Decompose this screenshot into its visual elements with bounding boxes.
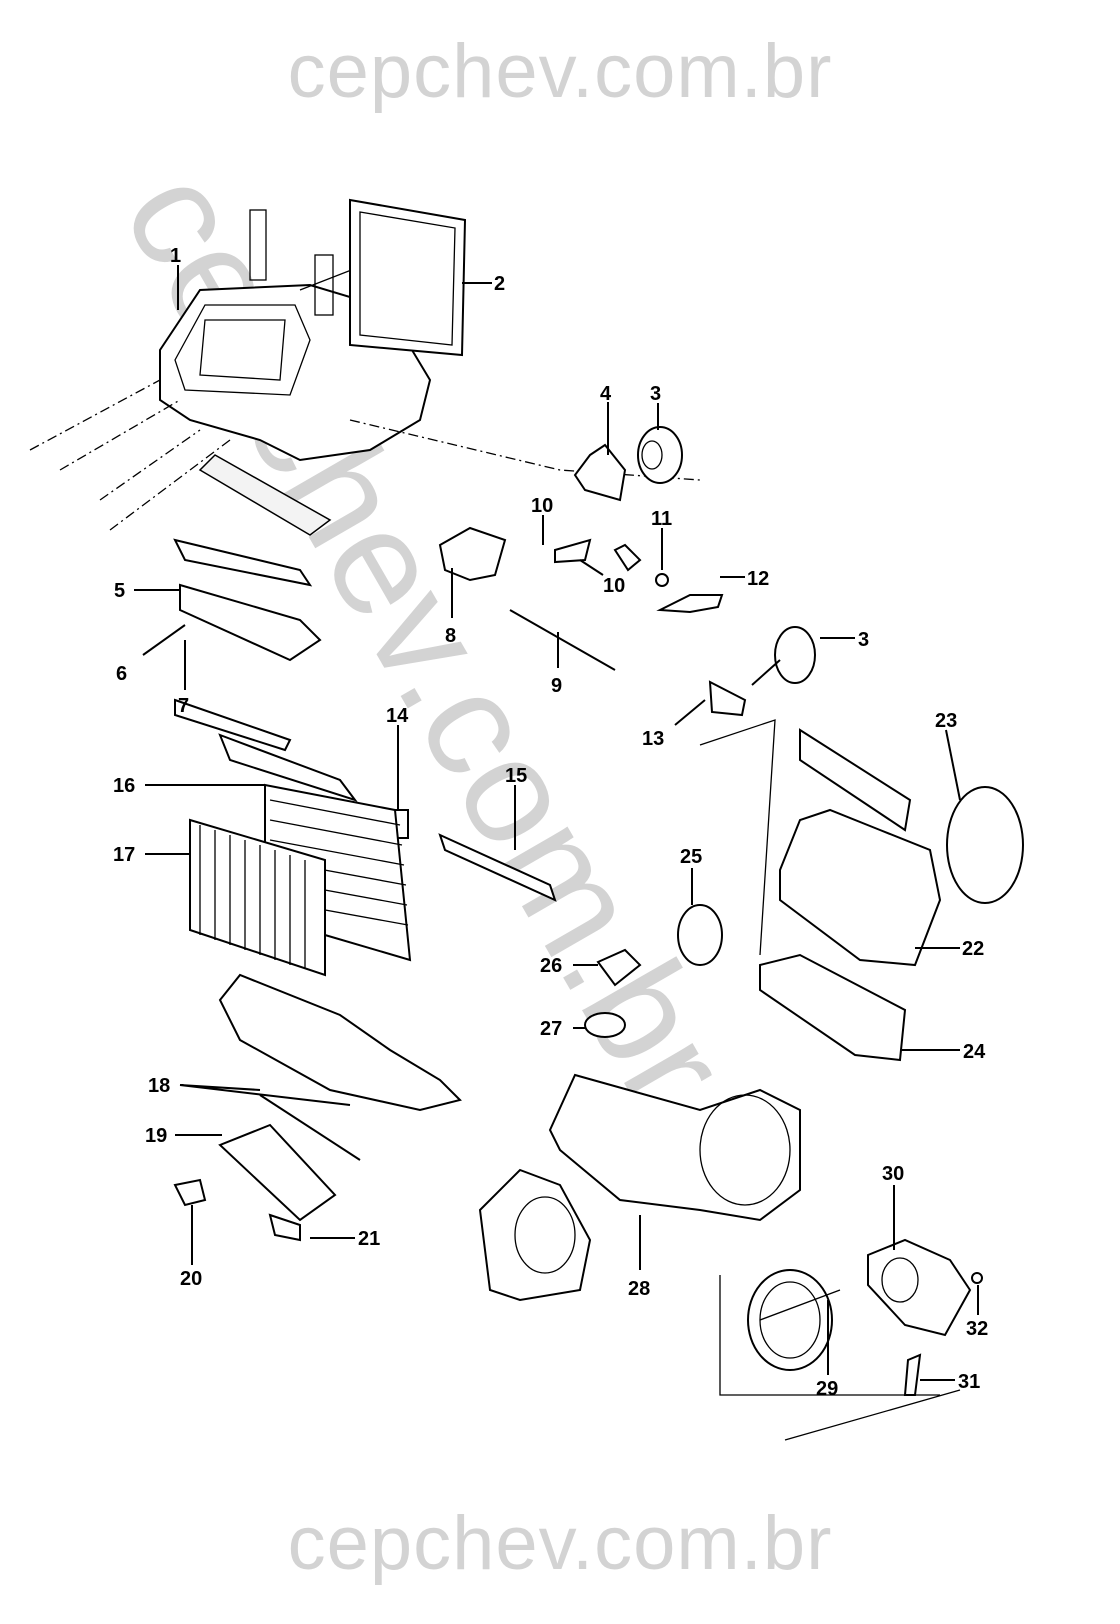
part-4-bracket bbox=[573, 443, 627, 502]
part-30-blower-motor bbox=[867, 1238, 972, 1337]
callout-3-upper: 3 bbox=[650, 383, 661, 405]
part-20-clip bbox=[173, 1178, 207, 1207]
callout-13: 13 bbox=[642, 728, 664, 750]
callout-18: 18 bbox=[148, 1075, 170, 1097]
callout-24: 24 bbox=[963, 1041, 986, 1063]
callout-3-lower: 3 bbox=[858, 629, 869, 651]
part-19-resistor bbox=[218, 1123, 337, 1222]
callout-8: 8 bbox=[445, 625, 456, 647]
part-10-lever-a bbox=[554, 538, 592, 564]
part-26-bracket bbox=[596, 948, 642, 987]
callout-14: 14 bbox=[386, 705, 409, 727]
callout-23: 23 bbox=[935, 710, 957, 732]
callout-19: 19 bbox=[145, 1125, 167, 1147]
callout-29: 29 bbox=[816, 1378, 838, 1400]
callout-31: 31 bbox=[958, 1371, 980, 1393]
callout-30: 30 bbox=[882, 1163, 904, 1185]
part-32-clip bbox=[971, 1272, 983, 1284]
part-3-actuator-lower bbox=[751, 626, 816, 686]
part-21-clip bbox=[268, 1213, 301, 1242]
callout-22: 22 bbox=[962, 938, 984, 960]
callout-7: 7 bbox=[178, 695, 189, 717]
callout-28: 28 bbox=[628, 1278, 650, 1300]
callout-20: 20 bbox=[180, 1268, 202, 1290]
watermark-top: cepchev.com.br bbox=[287, 29, 833, 114]
callout-6: 6 bbox=[116, 663, 127, 685]
callout-32: 32 bbox=[966, 1318, 988, 1340]
part-23-ring bbox=[946, 786, 1024, 904]
part-31-hose bbox=[903, 1353, 922, 1396]
callout-1: 1 bbox=[170, 245, 181, 267]
part-13-bracket bbox=[708, 680, 747, 717]
callout-17: 17 bbox=[113, 844, 135, 866]
callout-21: 21 bbox=[358, 1228, 380, 1250]
callout-10-lower: 10 bbox=[603, 575, 625, 597]
callout-2: 2 bbox=[494, 273, 505, 295]
part-lower-case bbox=[218, 973, 462, 1112]
callout-9: 9 bbox=[551, 675, 562, 697]
part-18-rod bbox=[259, 1094, 361, 1161]
part-25-actuator bbox=[677, 904, 723, 966]
callout-15: 15 bbox=[505, 765, 527, 787]
part-3-actuator-upper bbox=[637, 426, 683, 484]
part-24-gasket bbox=[759, 953, 907, 1062]
part-10-lever-b bbox=[613, 543, 642, 572]
callout-11: 11 bbox=[651, 508, 672, 530]
part-15-seal bbox=[438, 833, 557, 902]
part-8-duct bbox=[438, 526, 507, 582]
callout-12: 12 bbox=[747, 568, 769, 590]
part-5-6-7-trays bbox=[173, 454, 358, 802]
assembly-frame-lines bbox=[699, 719, 961, 1441]
callout-leaders bbox=[134, 265, 979, 1381]
part-9-rod bbox=[509, 609, 616, 671]
part-22-inlet-housing bbox=[779, 728, 942, 967]
callout-27: 27 bbox=[540, 1018, 562, 1040]
watermark-bottom: cepchev.com.br bbox=[287, 1501, 833, 1586]
part-27-gasket bbox=[584, 1012, 626, 1038]
part-11-nut bbox=[655, 573, 669, 587]
part-17-filter bbox=[189, 818, 326, 977]
callout-25: 25 bbox=[680, 846, 702, 868]
callout-4: 4 bbox=[600, 383, 612, 405]
part-28-blower-housing bbox=[478, 1073, 801, 1302]
callout-5: 5 bbox=[114, 580, 125, 602]
part-2-filter-frame bbox=[349, 198, 467, 357]
callout-26: 26 bbox=[540, 955, 562, 977]
callout-10-upper: 10 bbox=[531, 495, 553, 517]
callout-16: 16 bbox=[113, 775, 135, 797]
part-12-link bbox=[656, 594, 724, 614]
